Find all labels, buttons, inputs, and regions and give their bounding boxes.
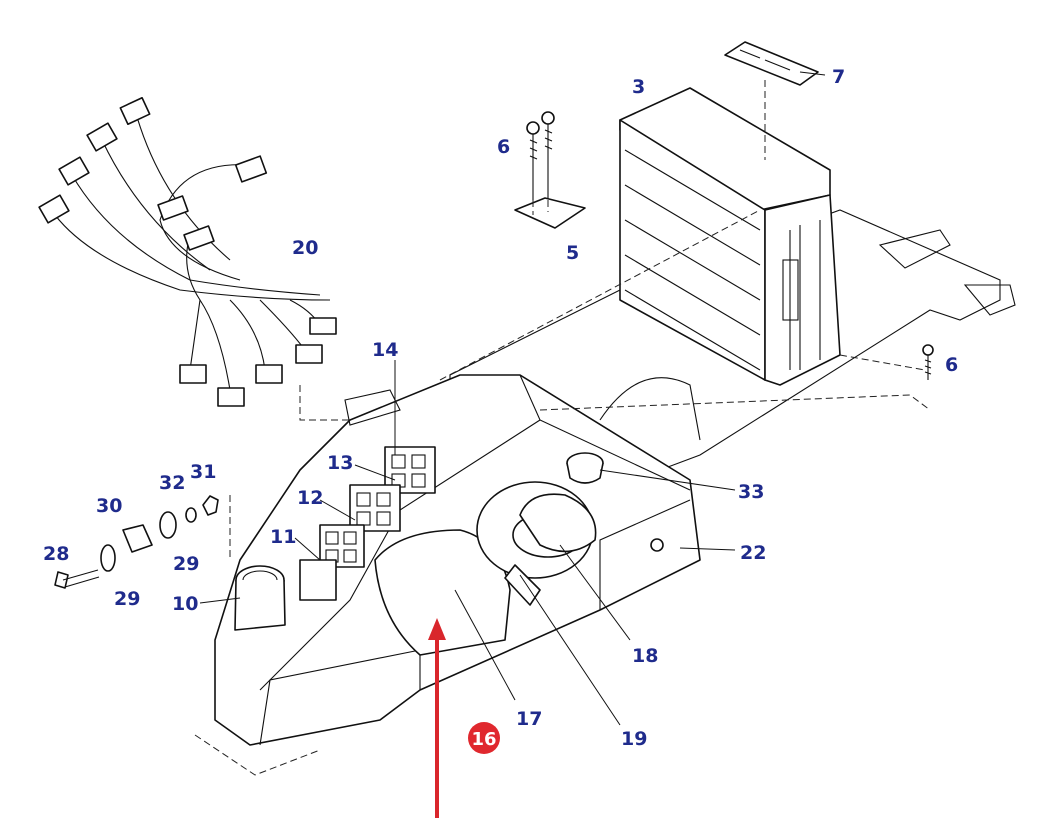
callout-label: 13 (327, 452, 353, 474)
highlight-badge-label: 16 (471, 729, 496, 750)
joystick (476, 481, 597, 606)
callout-label: 33 (738, 481, 764, 503)
callout-label: 18 (632, 645, 658, 667)
callout-label: 31 (190, 461, 216, 483)
assembly-line (299, 385, 350, 421)
console-housing (214, 374, 701, 746)
bolt-stack (54, 495, 219, 589)
callout-label: 7 (832, 66, 845, 88)
callout-label: 30 (96, 495, 122, 517)
callout-label: 6 (497, 136, 510, 158)
highlight-badge: 16 (468, 722, 500, 754)
assembly-line (194, 734, 321, 776)
pointer-arrow (428, 618, 446, 818)
callout-label: 6 (945, 354, 958, 376)
callout-label: 17 (516, 708, 542, 730)
assembly-line (839, 354, 926, 371)
callout-label: 12 (297, 487, 323, 509)
callout-label: 11 (270, 526, 296, 548)
side-plug (650, 538, 664, 552)
callout-label: 19 (621, 728, 647, 750)
callout-label: 5 (566, 242, 579, 264)
label-plate (724, 41, 819, 86)
assembly-line (532, 200, 549, 215)
screw-right (922, 344, 934, 380)
rotary-knob (566, 452, 604, 484)
callout-label: 22 (740, 542, 766, 564)
control-unit-box (619, 87, 841, 386)
assembly-line (439, 209, 761, 381)
callout-label: 29 (114, 588, 140, 610)
callout-label: 32 (159, 472, 185, 494)
switch-panel (299, 446, 436, 601)
screw-pair (514, 111, 586, 229)
leader-lines (199, 71, 826, 726)
callout-label: 14 (372, 339, 398, 361)
assembly-line (539, 394, 931, 411)
callout-label: 29 (173, 553, 199, 575)
callout-label: 20 (292, 237, 318, 259)
callout-label: 28 (43, 543, 69, 565)
wiring-harness (38, 96, 337, 407)
callout-label: 3 (632, 76, 645, 98)
callout-label: 10 (172, 593, 198, 615)
